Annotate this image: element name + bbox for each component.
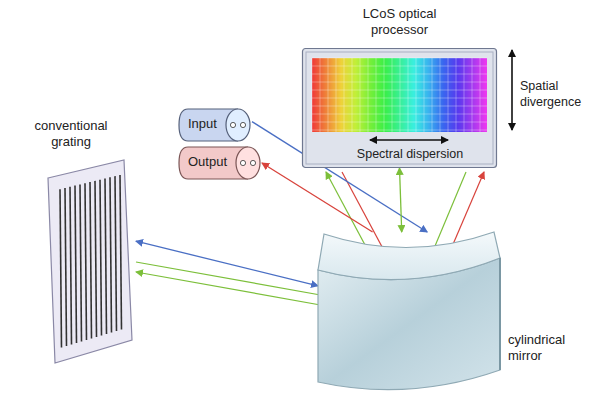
dimension-label: Spectral dispersion [350,146,470,162]
fiber-core [230,122,235,127]
input-fiber: Input [178,108,252,142]
lcos-frame [303,49,497,168]
cylindrical-mirror-shape [318,232,500,400]
light-ray [262,163,373,232]
fiber-end [236,147,260,179]
light-ray [136,272,326,306]
spatial-arrow [511,50,513,130]
mirror-surface [318,232,500,280]
fiber-label: Output [178,146,227,170]
pixel-grid [312,58,487,132]
dimension-label: Spatial divergence [520,78,588,110]
spectral-arrow [370,139,448,141]
fiber-core [240,122,245,127]
grating-plate [48,160,132,363]
fiber-core [240,160,245,165]
grating: conventional grating [46,158,136,366]
part-label: cylindrical mirror [508,332,580,364]
lcos-pixel-array [312,58,487,132]
grating-grooves [60,175,122,348]
mirror-edge [499,258,501,370]
output-fiber: Output [178,146,262,180]
part-label: LCoS optical processor [347,6,452,38]
light-ray [400,168,402,232]
lcos-bezel [306,52,493,164]
light-ray [136,262,326,296]
fiber-core [250,160,255,165]
cylindrical-mirror: cylindrical mirror [318,232,500,400]
fiber-end [226,109,250,141]
grating-shape [46,158,136,366]
light-ray [136,241,318,286]
part-label: conventional grating [16,118,126,150]
fiber-label: Input [178,108,217,132]
